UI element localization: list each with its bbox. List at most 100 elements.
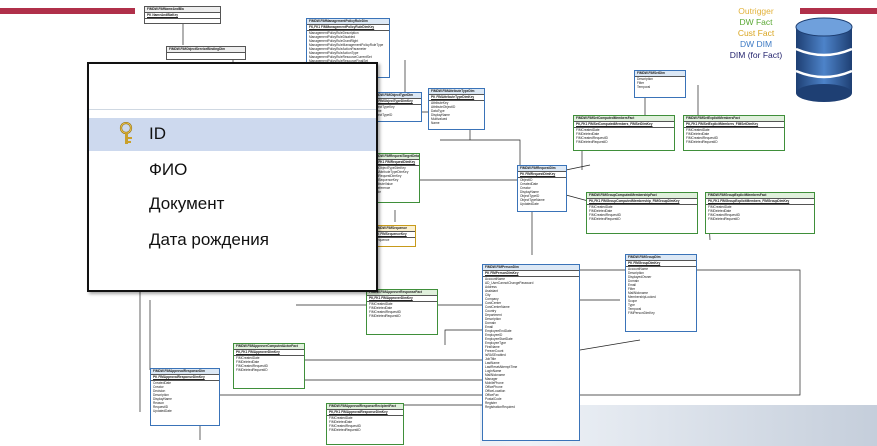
table-field: City: [485, 293, 491, 297]
table-field: DisplayName: [431, 113, 450, 117]
table-field: Description: [153, 393, 169, 397]
table-field: FIMRequestDimKey: [373, 174, 402, 178]
table-field: Register: [485, 401, 497, 405]
table-field: AttributeObjectID: [431, 105, 456, 109]
entity-table[interactable]: FIMDW.FIMObjectServiceBindingDim: [166, 46, 246, 60]
table-field: FIMDeletedRequestID: [329, 428, 361, 432]
table-field: Creator: [520, 186, 531, 190]
table-field: FIMDeletedRequestID: [236, 368, 268, 372]
entity-table[interactable]: FIMDW.FIMAttributeTypeDim PK FIMAttribut…: [428, 88, 485, 130]
field-id[interactable]: ID: [149, 124, 166, 143]
table-field: FIMCreatedRequestID: [369, 310, 401, 314]
table-field: EmployeeStartDate: [485, 337, 513, 341]
entity-table[interactable]: FIMDW.FIMApprovalResponseDim PK FIMAppro…: [150, 368, 220, 426]
table-field: ObjectTypeName: [520, 198, 545, 202]
legend-item-dw-fact: DW Fact: [739, 17, 773, 27]
accent-bar-left: [0, 8, 135, 14]
table-field: Department: [485, 313, 502, 317]
table-field: ManagementPolicyRuleDescription: [309, 31, 359, 35]
table-title: FIMDW.FIMGroupExplicitMembersFact: [706, 193, 814, 199]
table-field: FIMDeletedDate: [369, 306, 393, 310]
table-field: DataType: [431, 109, 445, 113]
legend-item-dw-dim: DW DIM: [739, 39, 773, 49]
table-field: FIMDeletedRequestID: [576, 140, 608, 144]
field-fio[interactable]: ФИО: [149, 160, 188, 179]
table-pk: PK NameAndBlaKey: [145, 13, 220, 19]
table-field: RegistrationRequired: [485, 405, 515, 409]
table-field: ManagementPolicyRuleManagementPolicyRule…: [309, 43, 384, 47]
entity-table[interactable]: FIMDW.FIMGroupDim PK FIMGroupDimKey Acco…: [625, 254, 697, 332]
table-pk: PK FIMObjectTypeDimKey: [371, 99, 421, 105]
table-title: FIMDW.FIMPersonDim: [483, 265, 579, 271]
table-field: MailNickname: [485, 373, 506, 377]
table-field: FIMCreatedRequestID: [708, 213, 740, 217]
table-field: Description: [628, 271, 644, 275]
entity-table[interactable]: FIMDW.FIMGroupExplicitMembersFact PK,FK1…: [705, 192, 815, 234]
table-field: IsReference: [373, 186, 391, 190]
table-pk: PK,FK1 FIMGroupExplicitMembers_FIMGroupD…: [706, 199, 814, 205]
table-field: FIMCreatedRequestID: [329, 424, 361, 428]
table-field: Scope: [628, 299, 638, 303]
table-field: FIMCreatedRequestID: [686, 136, 718, 140]
entity-table[interactable]: FIMDW.FIMSetComputedMembersFact PK,FK1 F…: [573, 115, 675, 151]
field-document[interactable]: Документ: [149, 194, 225, 213]
table-field: FIMCreatedDate: [329, 416, 353, 420]
table-field: UpdatedDate: [153, 409, 172, 413]
table-field: FIMPersonDimKey: [628, 311, 655, 315]
table-field: RequestID: [153, 405, 169, 409]
entity-table[interactable]: FIMDW.FIMSequence PK FIMSequenceKey Sequ…: [372, 225, 416, 247]
table-title: FIMDW.FIMNameAndBla: [145, 7, 220, 13]
entity-table[interactable]: FIMDW.FIMApprovalResponseRecipientFact P…: [326, 403, 404, 445]
table-field: FreezeCount: [485, 349, 504, 353]
table-pk: PK FIMSequenceKey: [373, 232, 415, 238]
table-field: OfficeFax: [485, 393, 499, 397]
entity-table[interactable]: FIMDW.FIMSetDim Description Filter Tempo…: [634, 70, 686, 98]
table-field: FIMDeletedDate: [589, 209, 613, 213]
table-field: Domain: [485, 321, 496, 325]
table-title: FIMDW.FIMGroupComputedMembershipFact: [587, 193, 697, 199]
table-field: EmployeeID: [485, 333, 503, 337]
entity-table[interactable]: FIMDW.FIMApproverComputedActorFact PK,FK…: [233, 343, 305, 389]
table-field: Type: [628, 303, 635, 307]
table-field: Description: [637, 77, 653, 81]
table-pk: PK,FK1 FIMGroupComputedMembership_FIMGro…: [587, 199, 697, 205]
table-field: FIMDeletedDate: [708, 209, 732, 213]
table-field: FIMSequenceKey: [373, 178, 399, 182]
entity-table[interactable]: FIMDW.FIMGroupComputedMembershipFact PK,…: [586, 192, 698, 234]
table-field: FIMAttributeTypeDimKey: [373, 170, 409, 174]
table-field: CostCenterName: [485, 305, 510, 309]
table-field: Email: [485, 325, 493, 329]
table-field: CostCenter: [485, 301, 502, 305]
table-title: FIMDW.FIMApproverComputedActorFact: [234, 344, 304, 350]
table-title: FIMDW.FIMSequence: [373, 226, 415, 232]
table-field: OfficeLocation: [485, 389, 506, 393]
entity-table[interactable]: FIMDW.FIMSetExplicitMembersFact PK,FK1 F…: [683, 115, 785, 151]
table-title: FIMDW.FIMSetExplicitMembersFact: [684, 116, 784, 122]
entity-table[interactable]: FIMDW.FIMRequestDim PK FIMRequestDimKey …: [517, 165, 567, 212]
table-field: EmployeeEndDate: [485, 329, 512, 333]
table-field: ManagementPolicyRuleResourceFinalSet: [309, 59, 368, 63]
table-field: FIMCreatedDate: [576, 128, 600, 132]
table-field: FIMDeletedRequestID: [708, 217, 740, 221]
table-field: FIMCreatedDate: [589, 205, 613, 209]
table-field: AttributeKey: [431, 101, 449, 105]
entity-table[interactable]: FIMDW.FIMPersonDim PK FIMPersonDimKey Ac…: [482, 264, 580, 441]
table-field: ObjectID: [520, 178, 533, 182]
entity-table[interactable]: FIMDW.FIMApproverResponseFact PK,FK1 FIM…: [366, 289, 438, 335]
table-pk: PK,FK1 FIMSetComputedMembers_FIMSetDimKe…: [574, 122, 674, 128]
table-field: FIMDeletedRequestID: [369, 314, 401, 318]
entity-table[interactable]: FIMDW.FIMRequestTargetDetail PK,FK1 FIMR…: [370, 153, 420, 203]
table-field: CreatedDate: [153, 381, 172, 385]
table-field: Description: [485, 317, 501, 321]
table-pk: PK,FK1 FIMSetExplicitMembers_FIMSetDimKe…: [684, 122, 784, 128]
table-field: FIMDeletedRequestID: [686, 140, 718, 144]
table-field: ObjectTypeID: [520, 194, 540, 198]
table-field: FIMObjectTypeDimKey: [373, 166, 406, 170]
table-pk: PK FIMApprovalResponseDimKey: [151, 375, 219, 381]
table-field: DisplayName: [520, 190, 539, 194]
table-field: IsRASEnabled: [485, 353, 506, 357]
table-pk: FK,FK1 FIMManagementPolicyRuleDimKey: [307, 25, 389, 31]
entity-table[interactable]: FIMDW.FIMNameAndBla PK NameAndBlaKey: [144, 6, 221, 24]
table-title: FIMDW.FIMObjectTypeDim: [371, 93, 421, 99]
field-birth-date[interactable]: Дата рождения: [149, 230, 269, 249]
